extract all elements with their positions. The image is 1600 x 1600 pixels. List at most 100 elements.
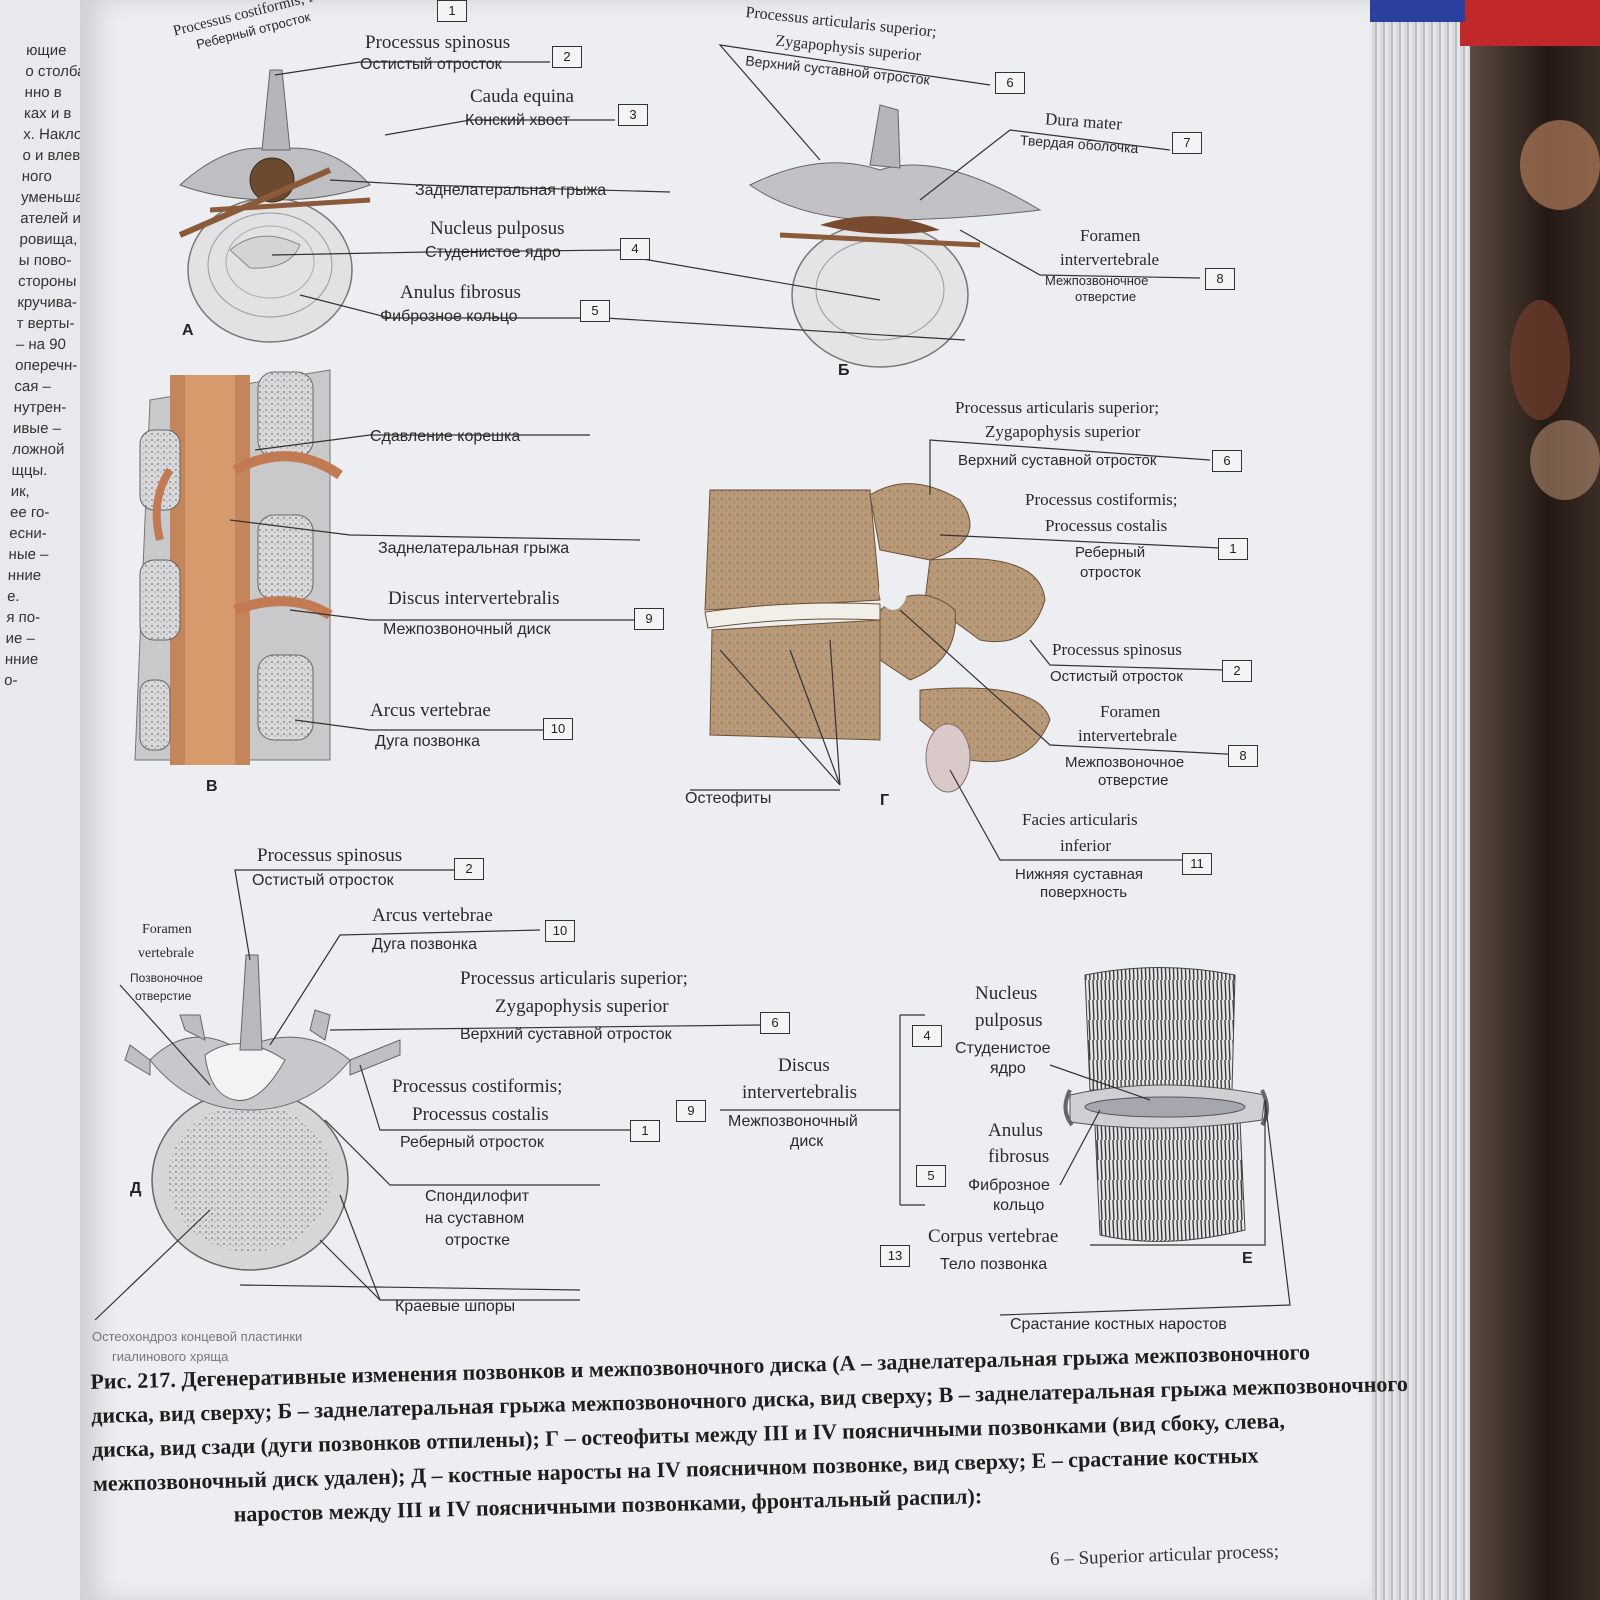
b-foramen-latin2: intervertebrale [1060,250,1160,269]
v-arcus-latin: Arcus vertebrae [370,700,491,721]
g-facies-latin1: Facies articularis [1022,810,1138,829]
red-cover [1460,0,1600,46]
b-foramen-russian2: отверстие [1075,289,1137,304]
g-osteo-russian: Остеофиты [685,790,772,807]
e-anulus-russian2: кольцо [993,1197,1045,1214]
e-discus-latin2: intervertebralis [742,1082,858,1103]
e-discus-latin1: Discus [778,1055,830,1076]
panel-a-letter: А [182,322,194,339]
v-callout-9: 9 [634,608,664,630]
e-callout-5: 5 [916,1165,946,1187]
panel-v-spine-section [134,369,343,765]
b-foramen-russian1: Межпозвоночное [1045,273,1149,288]
figure-caption: Рис. 217. Дегенеративные изменения позво… [90,1336,1408,1535]
panel-g-lumbar-vertebrae [704,483,1051,793]
d-costal-latin2: Processus costalis [412,1104,549,1125]
d-articular-russian: Верхний суставной отросток [460,1026,672,1043]
e-nucleus-latin1: Nucleus [975,983,1038,1004]
b-foramen-latin1: Foramen [1080,226,1141,245]
d-callout-10: 10 [545,920,575,942]
g-callout-2: 2 [1222,660,1252,682]
g-foramen-latin2: intervertebrale [1078,726,1178,745]
g-costal-latin1: Processus costiformis; [1025,490,1178,509]
a-callout-3: 3 [618,104,648,126]
d-callout-6: 6 [760,1012,790,1034]
g-articular-latin2: Zygapophysis superior [985,422,1141,441]
g-facies-latin2: inferior [1060,836,1111,855]
a-nucleus-russian: Студенистое ядро [425,244,561,261]
g-callout-6: 6 [1212,450,1242,472]
g-foramen-latin1: Foramen [1100,702,1161,721]
panel-v-letter: В [206,778,218,795]
d-costal-latin1: Processus costiformis; [392,1076,563,1097]
b-callout-8: 8 [1205,268,1235,290]
d-foramen-russian2: отверстие [135,989,192,1003]
e-corpus-russian: Тело позвонка [940,1256,1048,1273]
g-callout-8: 8 [1228,745,1258,767]
panel-b-vertebra [749,104,1042,368]
g-callout-1: 1 [1218,538,1248,560]
e-callout-9: 9 [676,1100,706,1122]
panel-a-vertebra [178,69,371,343]
g-spinous-latin: Processus spinosus [1052,640,1182,659]
d-foramen-latin2: vertebrale [138,946,194,961]
g-articular-latin1: Processus articularis superior; [955,398,1159,417]
e-discus-russian1: Межпозвоночный [728,1113,858,1130]
d-costal-russian: Реберный отросток [400,1134,544,1151]
panel-d-vertebra-top [124,954,401,1271]
panel-e-frontal-section [1063,967,1269,1242]
v-arcus-russian: Дуга позвонка [375,733,481,750]
d-spondylo-russian3: отростке [445,1232,511,1249]
a-nucleus-latin: Nucleus pulposus [430,218,565,239]
v-callout-10: 10 [543,718,573,740]
d-endplate-russian2: гиалинового хряща [112,1349,229,1364]
d-spurs-russian: Краевые шпоры [395,1298,516,1315]
d-spondylo-russian1: Спондилофит [425,1188,530,1205]
e-nucleus-russian2: ядро [990,1060,1026,1077]
d-foramen-russian1: Позвоночное [130,971,203,985]
a-callout-5: 5 [580,300,610,322]
e-anulus-latin2: fibrosus [988,1146,1050,1167]
e-anulus-latin1: Anulus [988,1120,1043,1141]
g-costal-latin2: Processus costalis [1045,516,1168,535]
e-discus-russian2: диск [790,1133,824,1150]
g-facies-russian1: Нижняя суставная [1015,866,1144,883]
d-articular-latin1: Processus articularis superior; [460,968,688,989]
e-nucleus-russian1: Студенистое [955,1040,1051,1057]
a-callout-4: 4 [620,238,650,260]
g-spinous-russian: Остистый отросток [1050,668,1183,685]
e-callout-13: 13 [880,1245,910,1267]
blue-cover [1345,0,1465,22]
d-spinous-russian: Остистый отросток [252,872,394,889]
leader-lines [94,44,1291,1321]
a-cauda-latin: Cauda equina [470,86,574,107]
panel-e-letter: Е [1242,1250,1253,1267]
background-right [1470,0,1600,1600]
g-facies-russian2: поверхность [1040,884,1128,901]
a-anulus-russian: Фиброзное кольцо [380,308,518,325]
a-callout-1: 1 [437,0,467,22]
a-cauda-russian: Конский хвост [465,112,570,129]
e-callout-4: 4 [912,1025,942,1047]
b-callout-7: 7 [1172,132,1202,154]
a-spinous-russian: Остистый отросток [360,56,502,73]
a-hernia-russian: Заднелатеральная грыжа [415,182,607,199]
b-callout-6: 6 [995,72,1025,94]
d-callout-2: 2 [454,858,484,880]
d-spondylo-russian2: на суставном [425,1210,525,1227]
panel-g-letter: Г [880,792,890,809]
d-arcus-russian: Дуга позвонка [372,936,478,953]
v-compression-russian: Сдавление корешка [370,428,521,445]
panel-b-letter: Б [838,362,850,379]
g-costal-russian1: Реберный [1075,544,1146,561]
g-foramen-russian2: отверстие [1098,772,1169,789]
g-articular-russian: Верхний суставной отросток [958,452,1157,469]
v-discus-russian: Межпозвоночный диск [383,621,551,638]
panel-d-letter: Д [130,1180,142,1197]
a-spinous-latin: Processus spinosus [365,32,511,53]
a-anulus-latin: Anulus fibrosus [400,282,521,303]
g-costal-russian2: отросток [1080,564,1141,581]
d-arcus-latin: Arcus vertebrae [372,905,493,926]
